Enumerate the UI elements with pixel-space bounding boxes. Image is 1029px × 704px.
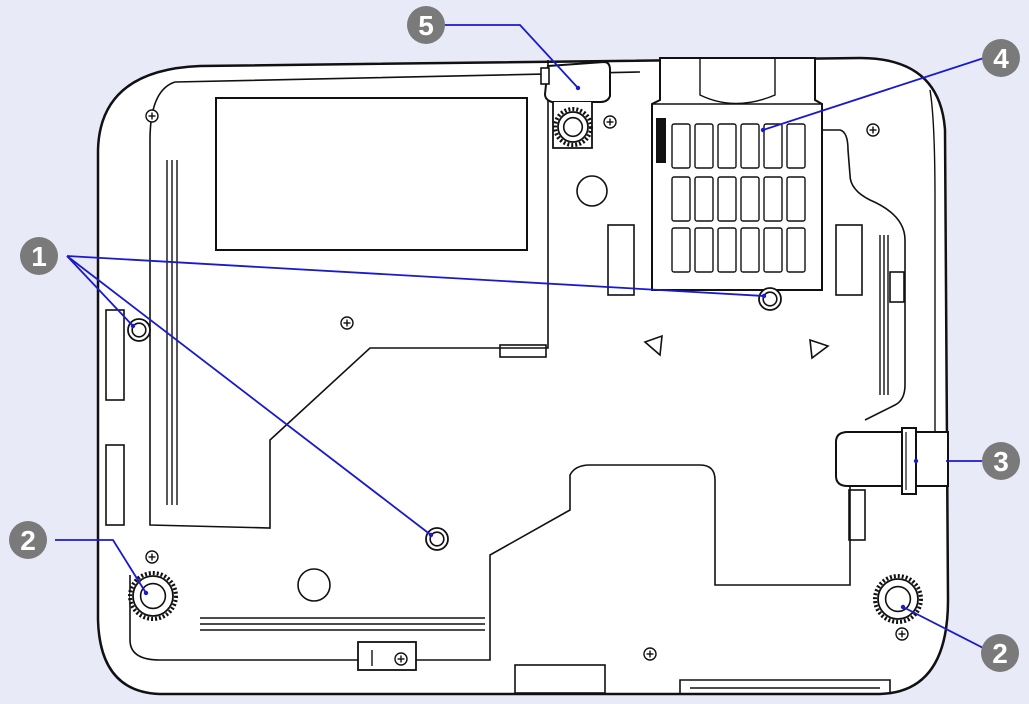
leader-line (66, 255, 134, 327)
filter-cell (763, 123, 783, 169)
duct-outline (818, 129, 906, 421)
filter-cell (671, 123, 691, 169)
right-vent-slots (879, 235, 889, 395)
callout-c5: 5 (407, 6, 445, 44)
callout-c2a: 2 (9, 521, 47, 559)
filter-cell (671, 176, 691, 222)
screw-icon (895, 627, 909, 641)
callout-badge-circle (9, 521, 47, 559)
callout-number: 4 (993, 43, 1009, 74)
filter-cell (740, 176, 760, 222)
filter-cell (694, 123, 714, 169)
right-edge-line (929, 89, 936, 470)
callout-c3: 3 (982, 442, 1020, 480)
screw-icon (145, 550, 159, 564)
screw-icon (603, 115, 617, 129)
round-indents (297, 175, 608, 602)
small-slots (499, 224, 905, 694)
leader-dot (900, 604, 906, 610)
foot-icon (553, 107, 593, 147)
leader-dot (130, 323, 136, 329)
filter-cell (740, 227, 760, 273)
air-filter-cover (651, 57, 823, 291)
left-side-tabs (105, 309, 125, 526)
callout-number: 2 (20, 525, 36, 556)
label-plate (215, 97, 528, 251)
leader-dot (575, 85, 581, 91)
callout-badge-circle (982, 39, 1020, 77)
screw-icon (145, 109, 159, 123)
screw-icon (643, 647, 657, 661)
callout-c1: 1 (20, 237, 58, 275)
screw-icon (394, 652, 408, 666)
bottom-vent-slots (200, 617, 485, 631)
foot-icon (425, 527, 449, 551)
lower-panel-outline (129, 464, 851, 661)
callout-number: 3 (993, 446, 1009, 477)
filter-cell (763, 227, 783, 273)
security-cable-point (835, 427, 949, 495)
filter-cell (763, 176, 783, 222)
filter-cell (786, 123, 806, 169)
air-filter-grid-icon (671, 123, 806, 273)
filter-cell (694, 227, 714, 273)
lens-door-slot (679, 679, 891, 694)
leader-dot (760, 127, 766, 133)
callout-badge-circle (407, 6, 445, 44)
callout-c2b: 2 (981, 634, 1019, 672)
callout-badge-circle (20, 237, 58, 275)
leader-line (762, 57, 985, 131)
leader-lines (55, 24, 994, 654)
leader-dot (428, 532, 434, 538)
filter-cell (717, 227, 737, 273)
foot-icon (127, 318, 151, 342)
callout-badge-circle (981, 634, 1019, 672)
bottom-latch (357, 641, 417, 671)
leader-line (66, 255, 432, 536)
callout-badge-circle (982, 442, 1020, 480)
callout-badges: 1 2 2 3 4 5 (9, 6, 1020, 672)
filter-cell (786, 176, 806, 222)
triangular-marks (643, 334, 830, 360)
foot-icon (873, 574, 923, 624)
leader-dot (143, 590, 149, 596)
leader-dot (913, 458, 919, 464)
leader-line (66, 255, 765, 297)
filter-cell (717, 123, 737, 169)
screw-icon (340, 316, 354, 330)
leader-line (55, 539, 147, 594)
leader-line (902, 606, 994, 654)
leader-line (440, 24, 579, 89)
callout-number: 1 (31, 241, 47, 272)
filter-cell (786, 227, 806, 273)
screw-icons (145, 109, 909, 666)
callout-c4: 4 (982, 39, 1020, 77)
filter-cell (671, 227, 691, 273)
foot-icon (758, 287, 782, 311)
filter-cell (740, 123, 760, 169)
filter-cell (717, 176, 737, 222)
callout-number: 2 (992, 638, 1008, 669)
filter-cell (694, 176, 714, 222)
screw-icon (866, 123, 880, 137)
callout-number: 5 (418, 10, 434, 41)
leader-dot (761, 293, 767, 299)
